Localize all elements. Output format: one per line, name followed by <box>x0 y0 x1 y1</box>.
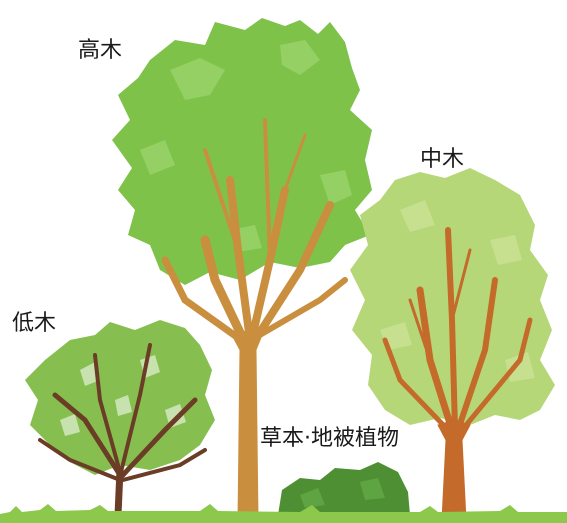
label-ground-cover: 草本·地被植物 <box>260 426 399 451</box>
shrub-foliage-gaps <box>60 355 186 436</box>
ground-cover-highlights <box>300 478 385 508</box>
medium-tree-foliage-highlights <box>380 200 535 382</box>
ground-cover-plants <box>278 462 410 515</box>
medium-tree-trunk <box>382 227 533 521</box>
tall-tree-foliage <box>112 18 372 285</box>
label-tall-tree: 高木 <box>78 38 123 63</box>
shrub <box>25 320 215 519</box>
label-medium-tree: 中木 <box>420 147 465 172</box>
tall-tree <box>112 18 372 521</box>
medium-tree <box>350 168 555 521</box>
label-shrub: 低木 <box>12 311 57 336</box>
grass-ground <box>0 504 567 523</box>
tall-tree-trunk <box>161 118 348 521</box>
tall-tree-foliage-highlights <box>140 40 352 252</box>
shrub-trunk <box>38 343 207 519</box>
shrub-foliage <box>25 320 215 475</box>
